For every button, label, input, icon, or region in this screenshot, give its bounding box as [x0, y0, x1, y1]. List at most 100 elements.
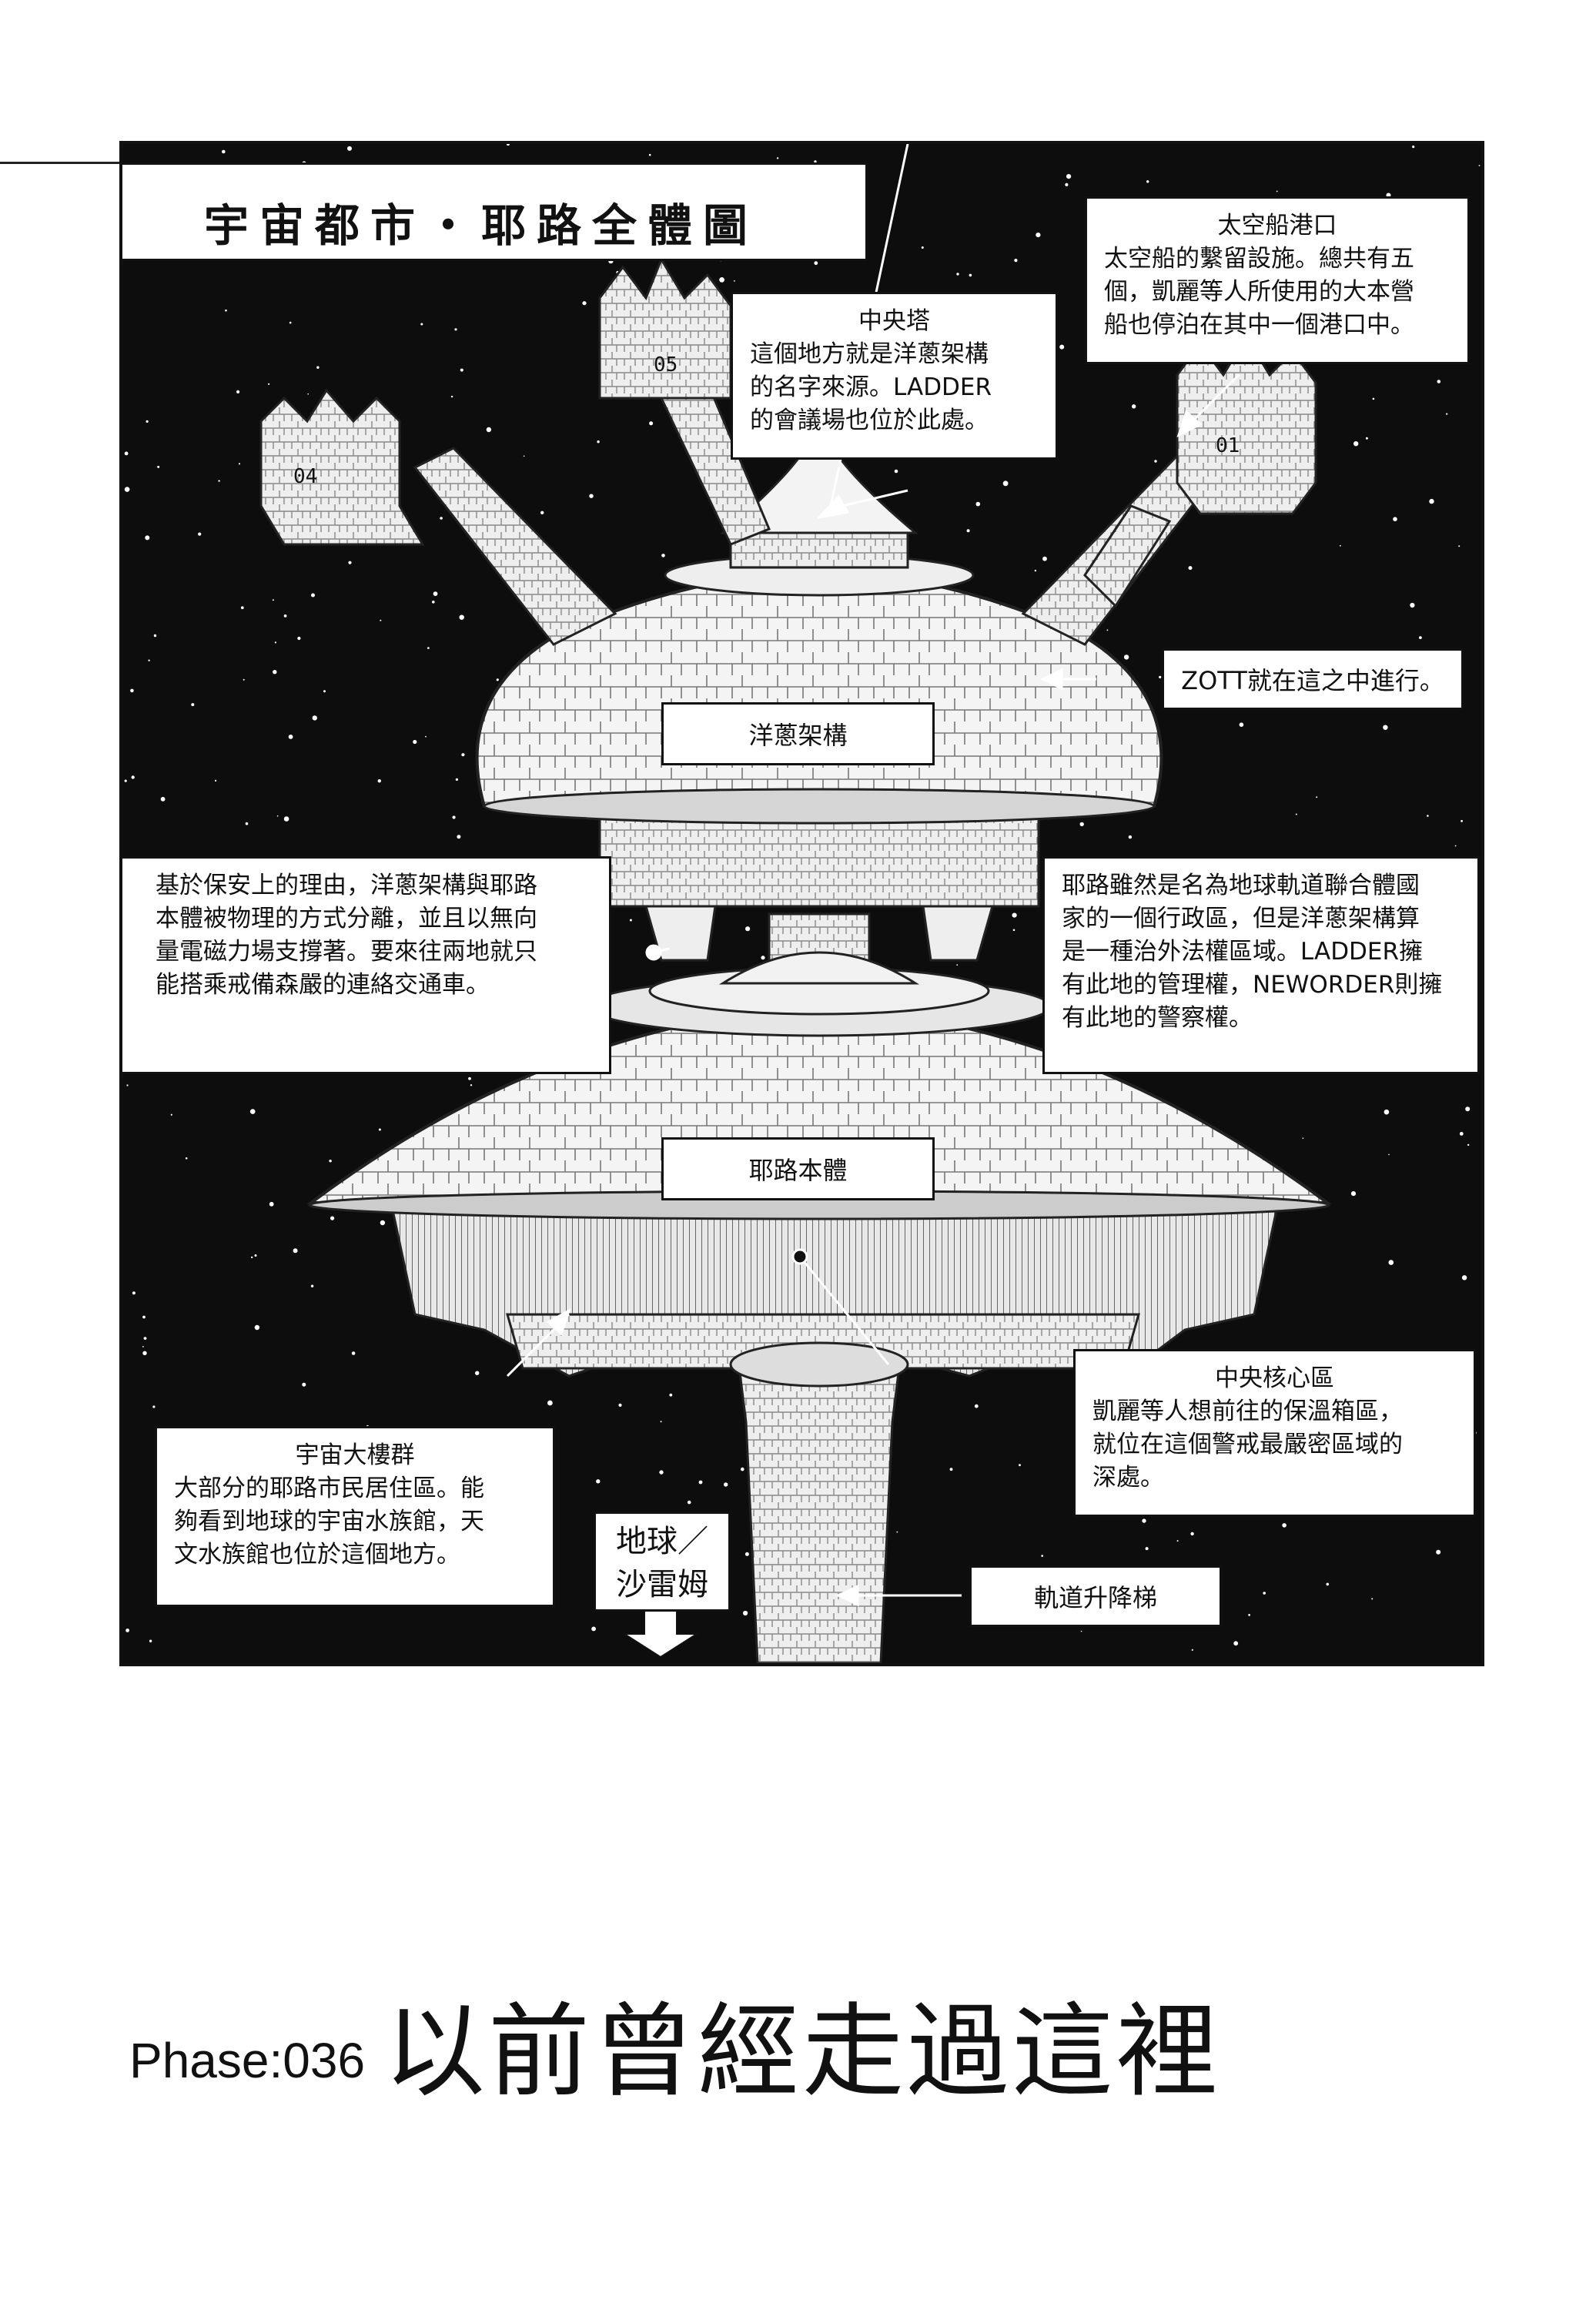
star [486, 427, 492, 433]
star [744, 1552, 749, 1556]
star [1014, 259, 1018, 263]
star [347, 146, 352, 151]
star [432, 601, 435, 604]
star [1353, 441, 1359, 447]
star [1123, 654, 1129, 660]
caption-spaceport-line: 船也停泊在其中一個港口中。 [1104, 311, 1414, 339]
star [1459, 1132, 1464, 1136]
star [380, 619, 382, 621]
caption-central-core-line: 凱麗等人想前往的保溫箱區， [1092, 1398, 1403, 1425]
star [1465, 1106, 1471, 1112]
star [776, 157, 779, 159]
star [236, 390, 240, 393]
star [273, 670, 277, 675]
star [283, 614, 287, 618]
star [378, 1128, 381, 1131]
down-arrow-icon [621, 1610, 700, 1659]
star [1188, 566, 1193, 571]
star [648, 153, 651, 156]
star [1419, 636, 1422, 639]
star [1012, 912, 1017, 918]
star [459, 614, 464, 620]
caption-orbital-elevator-text: 軌道升降梯 [1033, 1583, 1157, 1612]
star [454, 328, 457, 331]
star [547, 1400, 553, 1406]
caption-central-core-line: 就位在這個警戒最嚴密區域的 [1092, 1431, 1403, 1458]
star [348, 561, 352, 564]
label-onion-structure-text: 洋蔥架構 [748, 721, 848, 750]
chapter-title: 以前曾經走過這裡 [383, 1993, 1222, 2111]
star [1454, 845, 1457, 847]
star [289, 321, 292, 324]
star [440, 517, 443, 520]
star [1263, 1592, 1266, 1595]
star [330, 1216, 335, 1220]
star [661, 554, 665, 557]
orbital-elevator-shaft [737, 1359, 902, 1663]
star [1384, 1109, 1390, 1115]
star [687, 1500, 691, 1505]
star [254, 1254, 257, 1257]
star [1350, 1191, 1357, 1197]
star [1159, 675, 1162, 679]
caption-separation-line: 量電磁力場支撐著。要來往兩地就只 [156, 938, 537, 966]
caption-central-tower-title: 中央塔 [858, 307, 930, 335]
star [1154, 460, 1157, 463]
star [1282, 1523, 1287, 1528]
star [589, 494, 594, 498]
star [1427, 815, 1429, 817]
star [1295, 813, 1297, 815]
star [222, 149, 226, 154]
star [131, 775, 135, 779]
star [540, 511, 544, 514]
star [1467, 1143, 1470, 1147]
star [975, 501, 981, 507]
star [198, 532, 202, 536]
caption-separation-line: 基於保安上的理由，洋蔥架構與耶路 [156, 872, 537, 899]
diagram-title: 宇宙都市・耶路全體圖 [204, 199, 759, 252]
star [470, 1084, 473, 1086]
star [649, 421, 654, 426]
caption-space-buildings-line: 夠看到地球的宇宙水族館，天 [174, 1508, 484, 1535]
star [582, 301, 587, 306]
star [1383, 725, 1388, 730]
star [142, 1346, 144, 1348]
star [130, 688, 134, 693]
star [1191, 1649, 1193, 1651]
star [380, 1220, 386, 1226]
star [1429, 498, 1434, 504]
onion-structure [475, 413, 1163, 962]
caption-separation-line: 能搭乘戒備森嚴的連絡交通車。 [156, 971, 490, 999]
star [452, 815, 456, 819]
star [1393, 517, 1397, 521]
caption-orbital-elevator: 軌道升降梯 [969, 1565, 1222, 1627]
dock-number-01: 01 [1216, 434, 1240, 457]
star [1002, 480, 1009, 487]
star [1371, 1598, 1373, 1600]
star [974, 1404, 979, 1408]
star [1079, 822, 1084, 827]
star [126, 1084, 129, 1086]
star [249, 1109, 256, 1114]
star [1412, 146, 1415, 149]
caption-jurisdiction-line: 有此地的管理權，NEWORDER則擁 [1062, 971, 1443, 999]
caption-separation-line: 本體被物理的方式分離，並且以無向 [156, 905, 537, 932]
star [1142, 1518, 1146, 1523]
star [719, 277, 724, 283]
star [125, 1629, 129, 1632]
star [1340, 544, 1341, 547]
star [1066, 174, 1072, 179]
star [302, 1382, 306, 1387]
star [124, 487, 130, 492]
star [724, 1482, 728, 1487]
star [734, 280, 735, 282]
star [745, 926, 751, 932]
star [1302, 1137, 1304, 1139]
star [896, 1531, 898, 1533]
star [218, 480, 220, 482]
star [312, 715, 317, 721]
star [1146, 180, 1149, 183]
star [506, 144, 510, 146]
star [288, 735, 293, 739]
star [311, 593, 315, 598]
